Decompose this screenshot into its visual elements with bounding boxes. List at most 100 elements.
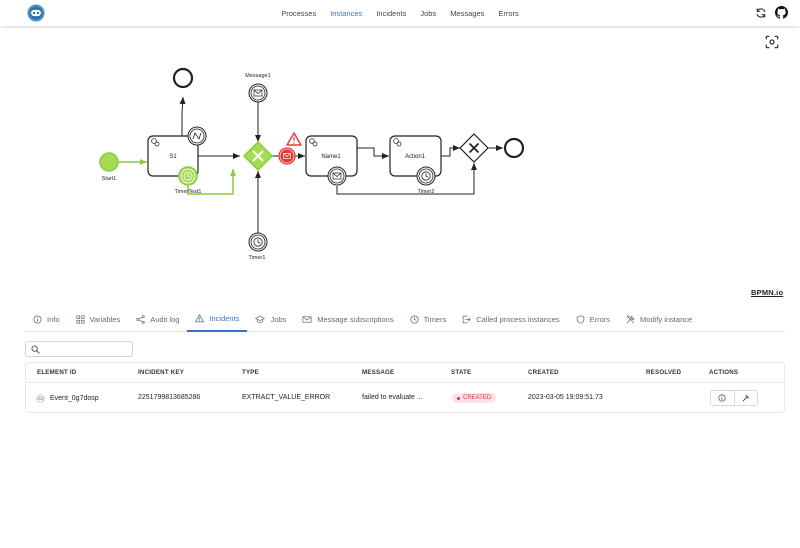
tab-incidents[interactable]: Incidents (187, 308, 248, 332)
tab-audit-log[interactable]: Audit log (128, 308, 187, 332)
info-icon (33, 315, 42, 324)
element-id-value: Event_0g7dosp (50, 395, 99, 402)
search-icon (31, 345, 40, 354)
cap-icon (255, 315, 266, 323)
timer-test-label: TimerTest1 (175, 189, 202, 195)
task-s1[interactable]: S1 (147, 135, 199, 177)
grid-icon (75, 315, 85, 324)
envelope-icon (332, 172, 342, 180)
tab-errors[interactable]: Errors (568, 308, 618, 332)
tab-timers[interactable]: Timers (402, 308, 455, 332)
element-id-cell: Event_0g7dosp (36, 394, 99, 403)
col-created[interactable]: Created (528, 369, 559, 376)
status-badge: CREATED (452, 393, 497, 403)
message-catch-event[interactable]: Message1 (245, 73, 271, 103)
col-element-id[interactable]: Element ID (37, 369, 77, 376)
sequence-flows (118, 96, 503, 233)
clock-icon (183, 171, 193, 181)
search-input[interactable] (42, 343, 130, 355)
col-resolved[interactable]: Resolved (646, 369, 682, 376)
table-row[interactable]: Event_0g7dosp 2251799813685286 EXTRACT_V… (26, 384, 784, 413)
task-action1-label: Action1 (405, 154, 426, 160)
gear-icon (309, 138, 318, 147)
start-event[interactable]: Start1 (99, 152, 119, 182)
col-incident-key[interactable]: Incident Key (138, 369, 185, 376)
github-icon[interactable] (775, 6, 788, 19)
boundary-event-s1[interactable] (187, 126, 207, 146)
timer-catch-event[interactable]: Timer1 (248, 232, 268, 261)
envelope-icon (283, 153, 291, 159)
tab-jobs-label: Jobs (270, 315, 287, 324)
task-name1-label: Name1 (321, 154, 341, 160)
tab-errors-label: Errors (589, 315, 611, 324)
tab-modify-instance[interactable]: Modify instance (618, 308, 700, 332)
task-action1[interactable]: Action1 (389, 135, 442, 177)
end-event-right[interactable] (503, 137, 525, 159)
tab-info-label: Info (47, 315, 60, 324)
col-type[interactable]: Type (242, 369, 259, 376)
instance-tabs: Info Variables Audit log Incidents Jobs … (25, 308, 785, 332)
gear-icon (151, 138, 160, 147)
timer1-label: Timer1 (249, 255, 266, 261)
status-dot (457, 396, 460, 400)
focus-icon[interactable] (765, 35, 779, 49)
tab-info[interactable]: Info (25, 308, 68, 332)
end-event-top[interactable] (172, 67, 194, 89)
incident-key-value: 2251799813685286 (138, 394, 201, 401)
bpmn-io-watermark[interactable]: BPMN.io (751, 288, 784, 297)
gear-icon (393, 138, 402, 147)
nav-jobs[interactable]: Jobs (420, 8, 437, 18)
clock-icon (253, 237, 263, 247)
envelope-icon (302, 316, 312, 323)
exclusive-gateway[interactable] (459, 133, 489, 163)
incident-warning-icon[interactable] (286, 132, 302, 146)
tab-incidents-label: Incidents (209, 314, 240, 323)
start-event-label: Start1 (102, 176, 117, 182)
nav-messages[interactable]: Messages (450, 8, 485, 18)
row-actions (710, 390, 758, 406)
message-value[interactable]: failed to evaluate ... (362, 394, 423, 401)
created-value: 2023-03-05 19:09:51.73 (528, 394, 603, 401)
parallel-gateway[interactable] (242, 140, 274, 172)
bpmn-diagram[interactable]: Start1 S1 TimerTest1 (0, 27, 800, 297)
boundary-timer-event[interactable]: TimerTest1 (175, 166, 202, 195)
nav-processes[interactable]: Processes (281, 8, 317, 18)
info-button[interactable] (711, 391, 734, 405)
info-icon (718, 394, 726, 402)
clock-icon (421, 171, 431, 181)
share-icon (136, 315, 145, 324)
incidents-table: Element ID Incident Key Type Message Sta… (25, 362, 785, 413)
resolve-button[interactable] (733, 391, 758, 405)
nav-incidents[interactable]: Incidents (376, 8, 407, 18)
clock-icon (410, 315, 419, 324)
boundary-message-event[interactable] (327, 166, 347, 186)
intermediate-event-icon (36, 394, 45, 403)
nav-errors[interactable]: Errors (498, 8, 519, 18)
boundary-timer-event-action1[interactable]: Timer2 (416, 166, 436, 195)
refresh-icon[interactable] (755, 7, 767, 19)
col-actions: Actions (709, 369, 739, 376)
col-message[interactable]: Message (362, 369, 395, 376)
tab-message-subscriptions[interactable]: Message subscriptions (294, 308, 401, 332)
external-link-icon (462, 315, 471, 324)
top-navbar: Processes Instances Incidents Jobs Messa… (0, 0, 800, 26)
message-throw-event-incident[interactable] (278, 147, 296, 165)
tools-icon (626, 315, 635, 324)
incident-search[interactable] (25, 341, 133, 357)
col-state[interactable]: State (451, 369, 472, 376)
tab-called-process-instances-label: Called process instances (476, 315, 560, 324)
table-header: Element ID Incident Key Type Message Sta… (26, 363, 784, 383)
tab-message-subscriptions-label: Message subscriptions (317, 315, 394, 324)
main-nav: Processes Instances Incidents Jobs Messa… (0, 0, 800, 26)
nav-instances[interactable]: Instances (330, 8, 363, 18)
type-value: EXTRACT_VALUE_ERROR (242, 394, 331, 401)
app-logo-icon[interactable] (27, 4, 45, 22)
tab-variables[interactable]: Variables (68, 308, 129, 332)
tab-called-process-instances[interactable]: Called process instances (454, 308, 567, 332)
timer2-label: Timer2 (418, 189, 435, 195)
message-event-label: Message1 (245, 73, 270, 79)
tab-audit-log-label: Audit log (150, 315, 180, 324)
shield-icon (576, 315, 584, 324)
tab-jobs[interactable]: Jobs (247, 308, 294, 332)
warning-icon (195, 314, 205, 323)
